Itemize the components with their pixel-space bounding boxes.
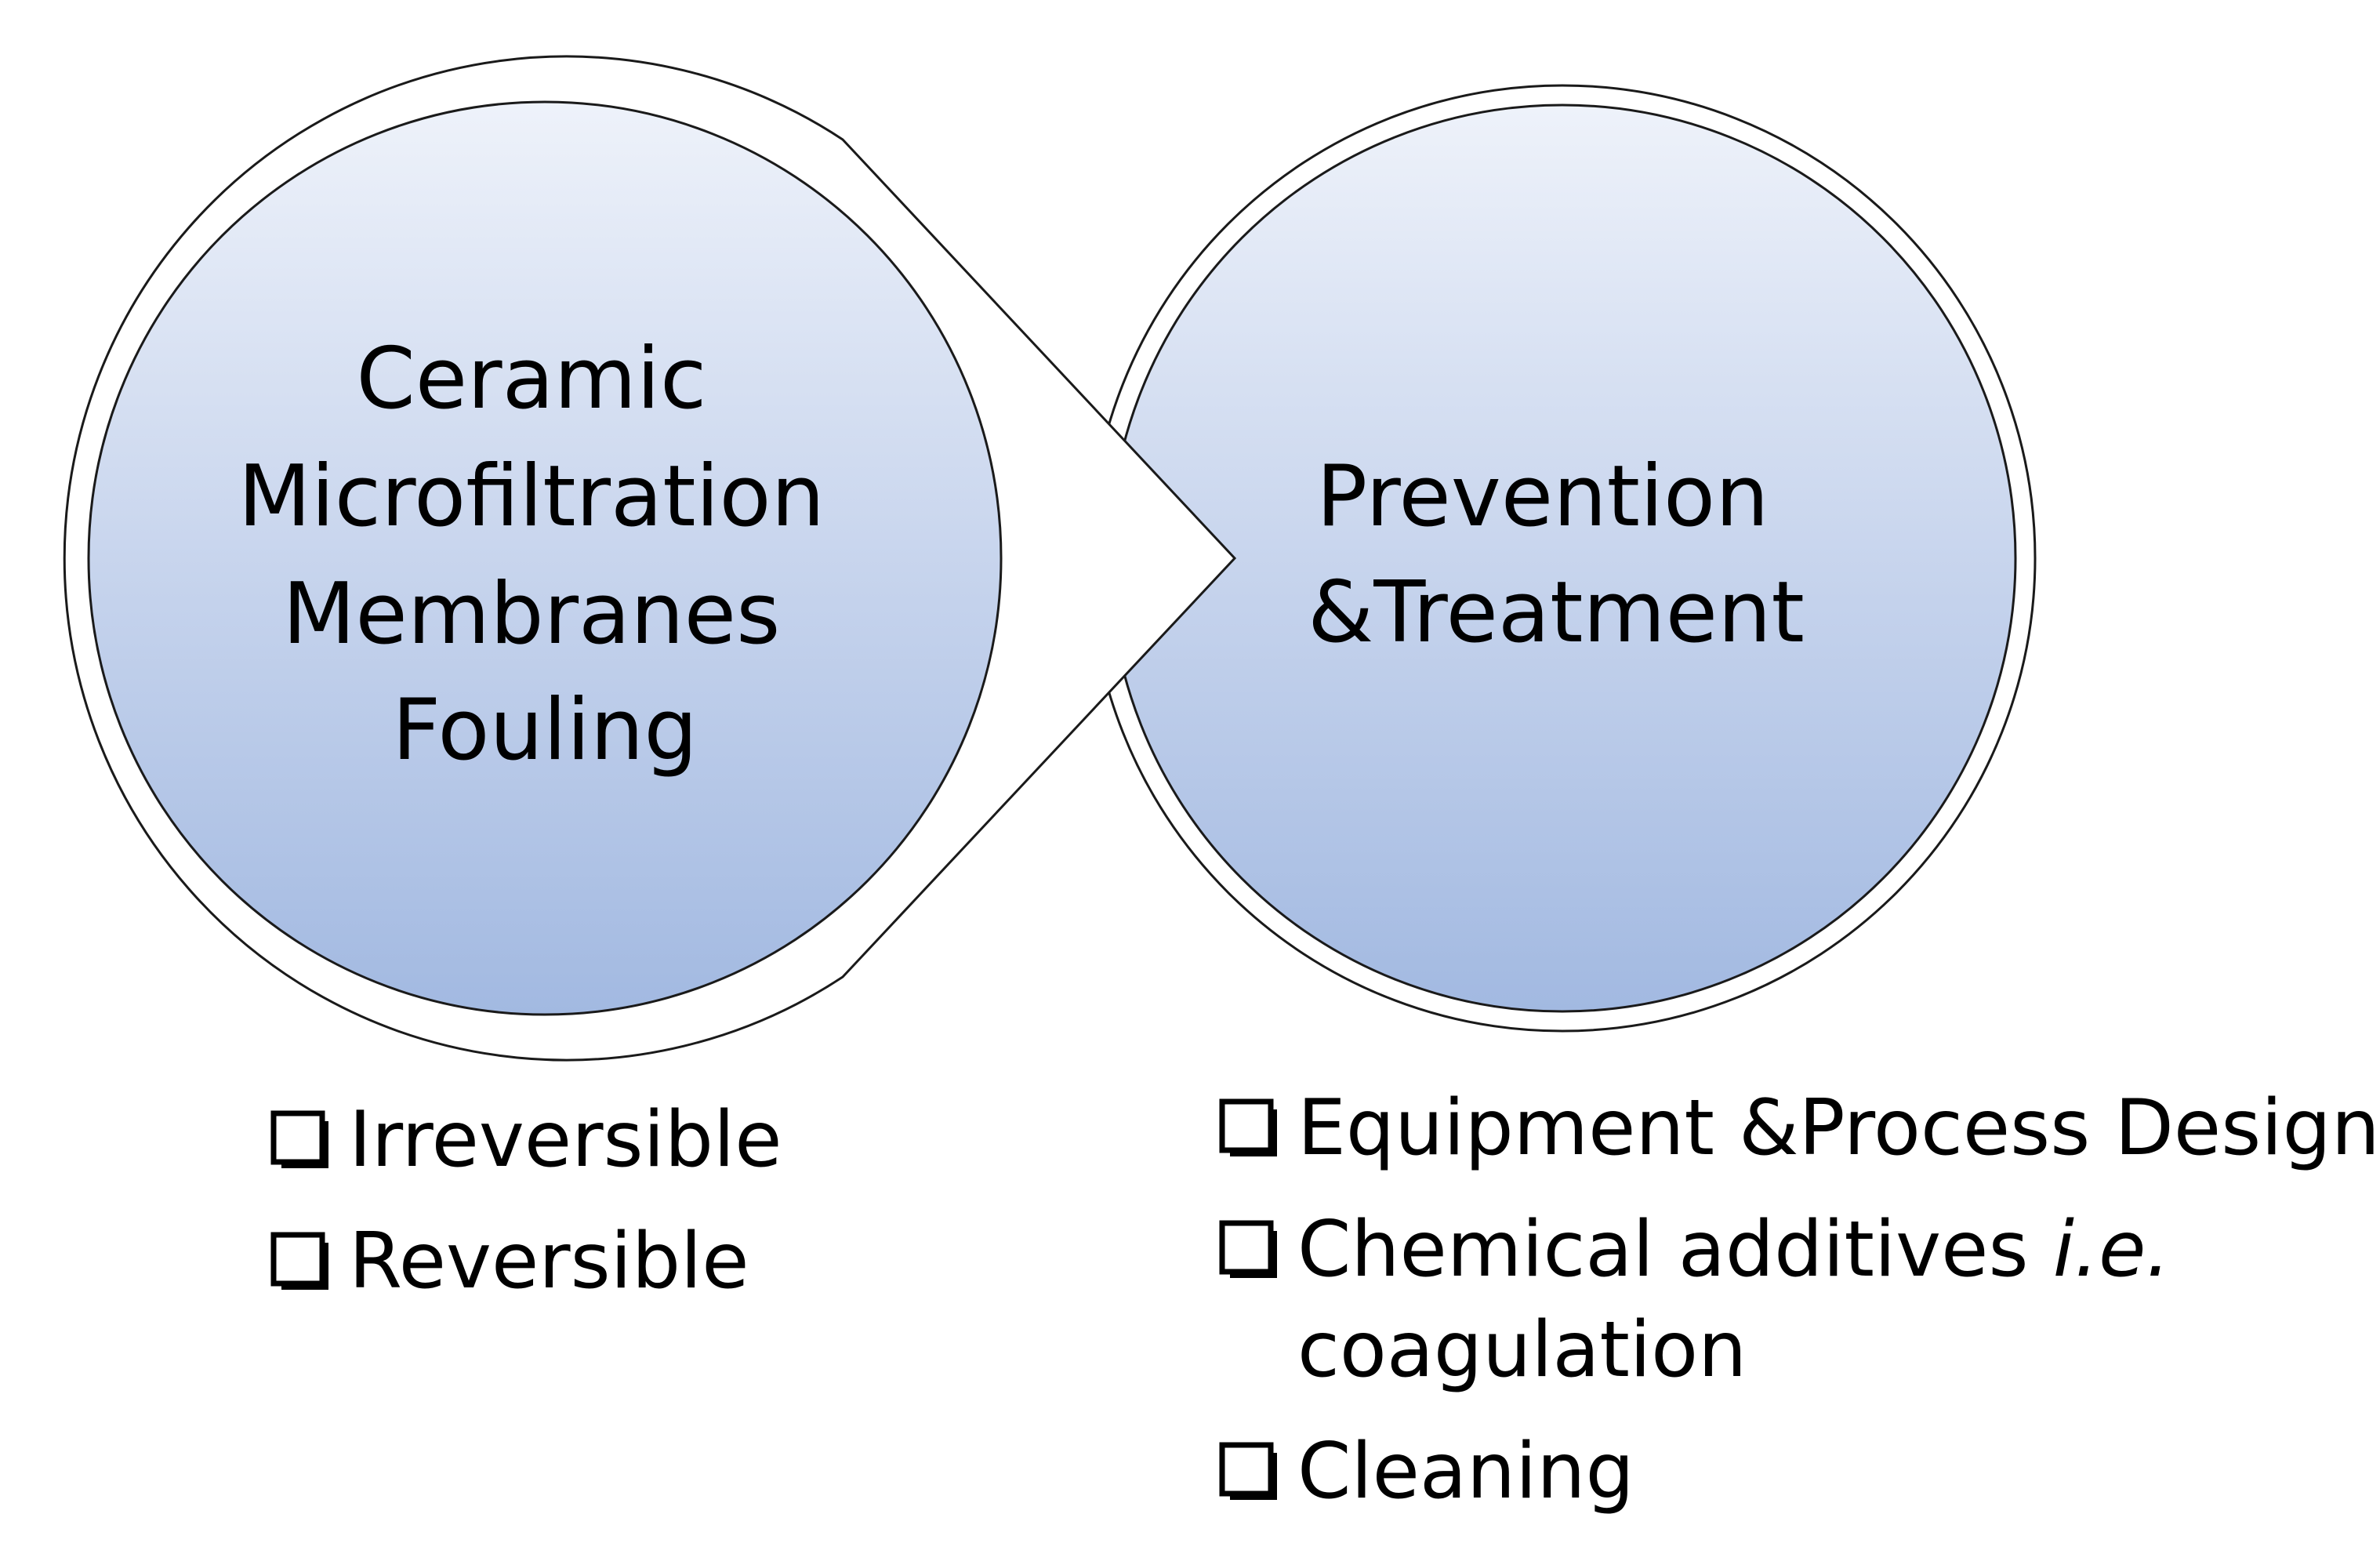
list-item-text: Chemical additives xyxy=(1297,1205,2053,1294)
right-circle-fill xyxy=(1108,103,2017,1013)
list-item-label: Cleaning xyxy=(1297,1427,1634,1516)
right-circle xyxy=(1088,84,2037,1033)
list-item: Reversible xyxy=(270,1211,976,1312)
list-item: Chemical additives i.e. coagulation xyxy=(1219,1200,2183,1400)
right-circle-line: Prevention xyxy=(1316,448,1769,546)
checkbox-icon xyxy=(1219,1098,1277,1156)
left-circle-line: Fouling xyxy=(392,681,698,779)
left-circle-line: Ceramic xyxy=(356,330,706,428)
list-item-label: Equipment &Process Design xyxy=(1297,1084,2380,1173)
fouling-types-list: Irreversible Reversible xyxy=(270,1090,976,1333)
prevention-methods-list: Equipment &Process Design Chemical addit… xyxy=(1219,1078,2380,1543)
list-item: Cleaning xyxy=(1219,1421,2364,1522)
checkbox-icon xyxy=(270,1110,328,1168)
list-item-italic-text: i.e. xyxy=(2052,1205,2171,1294)
left-circle-label: Ceramic Microfiltration Membranes Foulin… xyxy=(238,330,852,779)
right-circle-label: Prevention &Treatment xyxy=(1308,448,1805,662)
list-item-continuation: coagulation xyxy=(1297,1305,1747,1395)
checkbox-icon xyxy=(1219,1220,1277,1278)
right-circle-line: &Treatment xyxy=(1308,564,1805,662)
list-item-label: Irreversible xyxy=(349,1095,782,1185)
checkbox-icon xyxy=(270,1232,328,1290)
list-item: Equipment &Process Design xyxy=(1219,1078,2380,1178)
left-circle-fill xyxy=(87,100,1003,1016)
left-circle-line: Membranes xyxy=(282,565,780,663)
list-item-label: Chemical additives i.e. coagulation xyxy=(1297,1205,2171,1395)
checkbox-icon xyxy=(1219,1442,1277,1500)
list-item: Irreversible xyxy=(270,1090,976,1190)
list-item-label: Reversible xyxy=(349,1217,749,1306)
left-circle-line: Microfiltration xyxy=(238,448,825,546)
left-callout xyxy=(63,55,1237,1062)
